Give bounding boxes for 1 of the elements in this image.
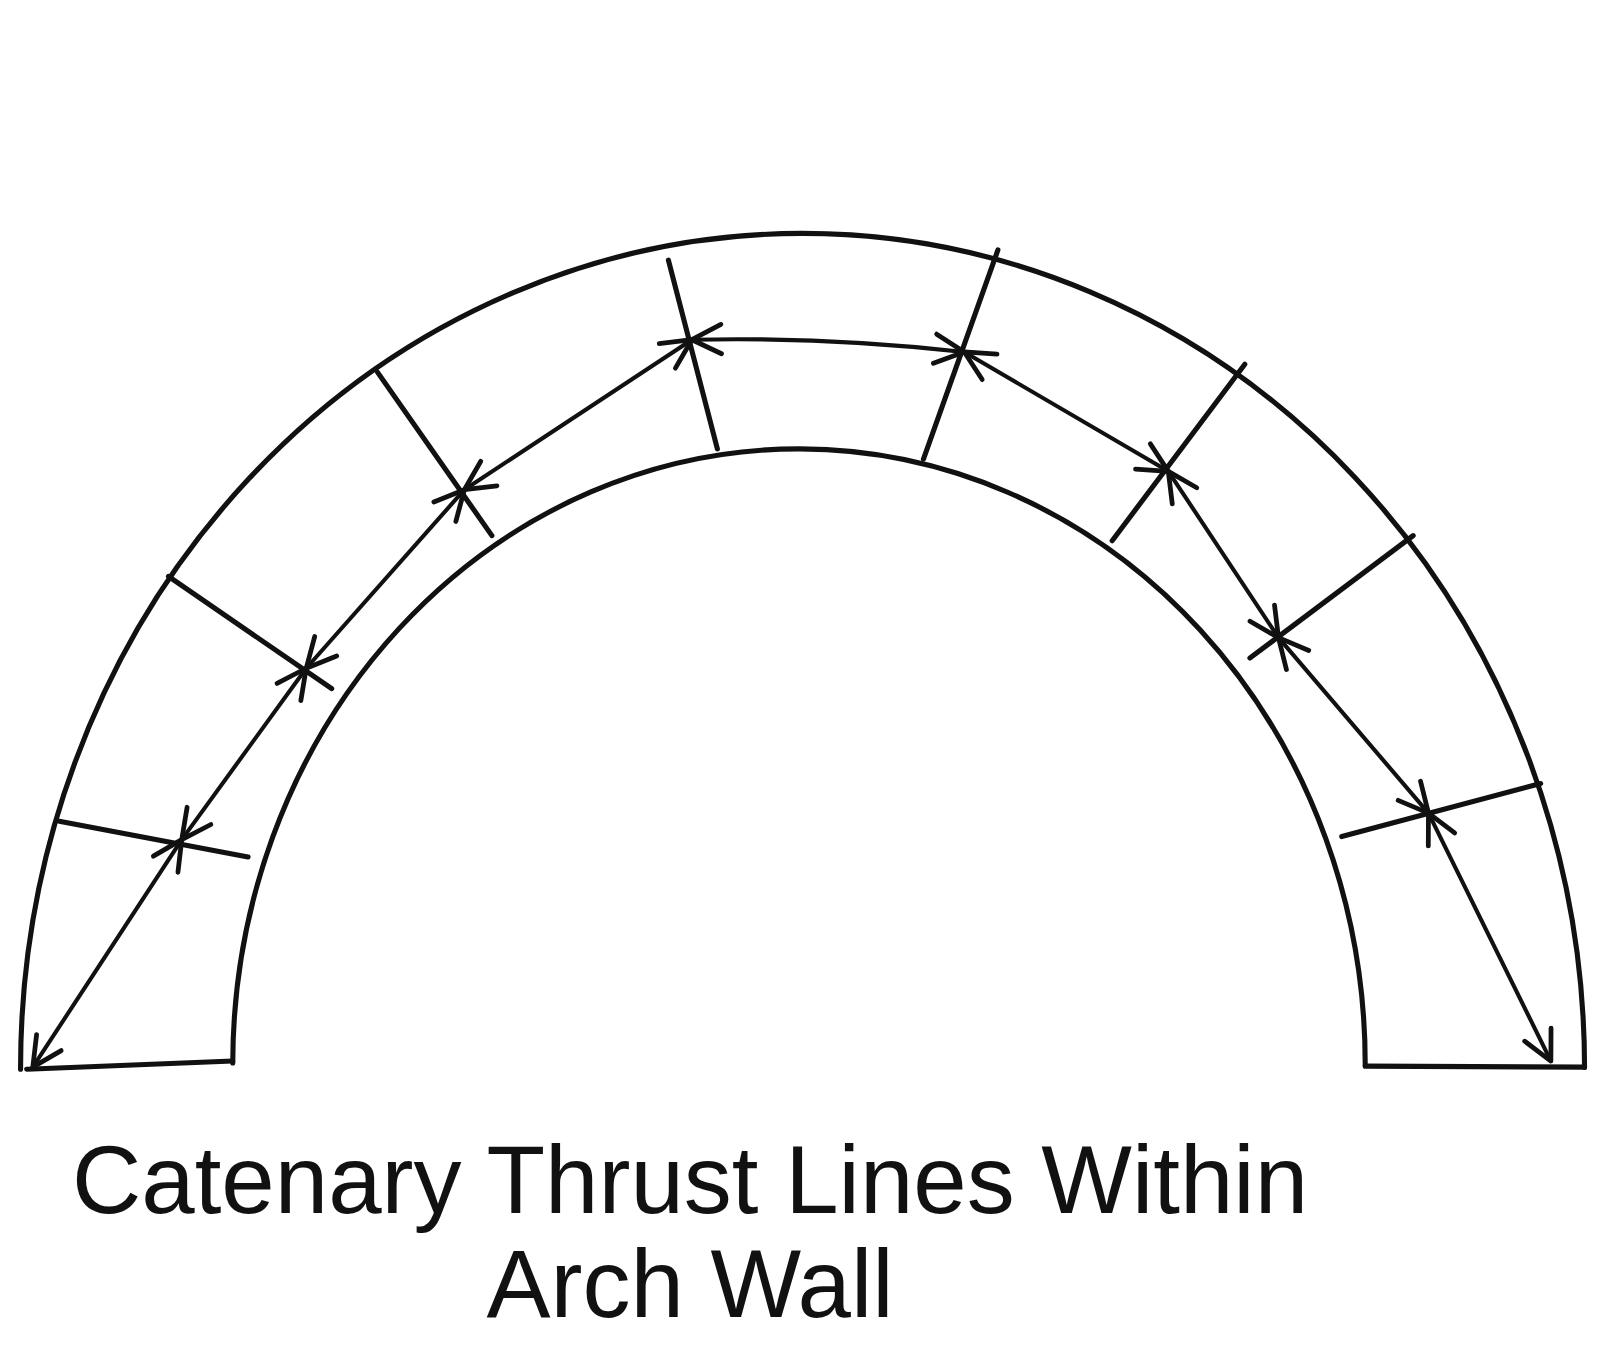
caption: Catenary Thrust Lines Within Arch Wall [70, 1128, 1310, 1336]
